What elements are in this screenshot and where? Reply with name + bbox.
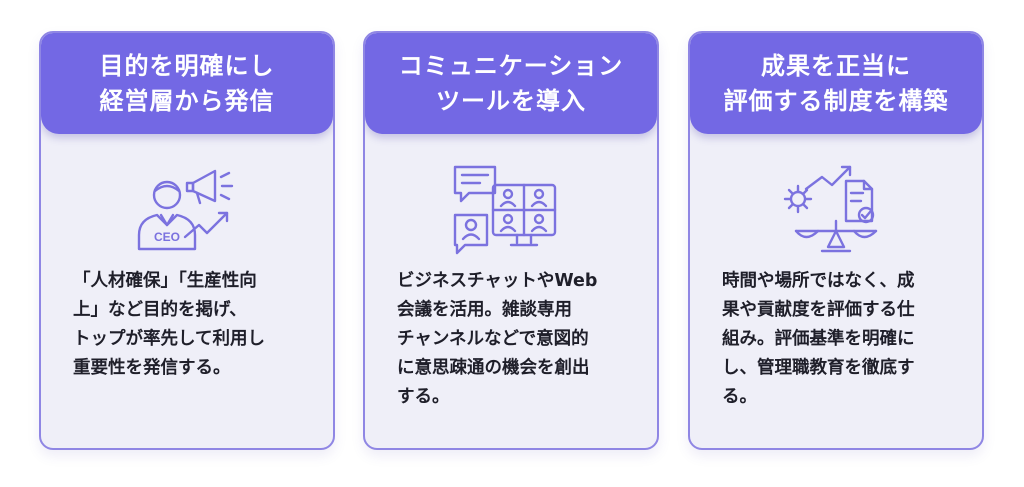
icon-area bbox=[365, 159, 657, 269]
card-header: 目的を明確にし 経営層から発信 bbox=[41, 33, 333, 134]
card-body-line: 時間や場所ではなく、成 bbox=[722, 271, 915, 291]
card-body: 時間や場所ではなく、成 果や貢献度を評価する仕 組み。評価基準を明確に し、管理… bbox=[722, 267, 962, 412]
card-body-line: 上」など目的を掲げ、 bbox=[73, 300, 247, 320]
card-body: ビジネスチャットやWeb 会議を活用。雑談専用 チャンネルなどで意図的 に意思疎… bbox=[397, 267, 637, 412]
card-body-line: チャンネルなどで意図的 bbox=[397, 329, 589, 349]
card-title-line: 経営層から発信 bbox=[99, 86, 275, 115]
card-body-line: 会議を活用。雑談専用 bbox=[397, 300, 572, 320]
card-purpose: 目的を明確にし 経営層から発信 CEO bbox=[39, 31, 335, 450]
card-body-line: 果や貢献度を評価する仕 bbox=[722, 300, 915, 320]
icon-area: CEO bbox=[41, 159, 333, 269]
video-chat-icon bbox=[453, 165, 557, 255]
card-communication-tools: コミュニケーション ツールを導入 ビジ bbox=[363, 31, 659, 450]
card-title-line: 目的を明確にし bbox=[99, 51, 275, 80]
ceo-label: CEO bbox=[154, 230, 180, 244]
card-body-line: 重要性を発信する。 bbox=[73, 358, 231, 378]
icon-area bbox=[690, 159, 982, 269]
card-body-line: 組み。評価基準を明確に bbox=[722, 329, 915, 349]
card-header: 成果を正当に 評価する制度を構築 bbox=[690, 33, 982, 134]
card-body-line: 「人材確保」「生産性向 bbox=[73, 271, 257, 291]
card-body-line: ビジネスチャットやWeb bbox=[397, 271, 598, 291]
card-body-line: に意思疎通の機会を創出 bbox=[397, 358, 590, 378]
card-title-line: コミュニケーション bbox=[398, 51, 624, 80]
card-title-line: 評価する制度を構築 bbox=[723, 86, 949, 115]
card-body-line: トップが率先して利用し bbox=[73, 329, 265, 349]
card-title-line: 成果を正当に bbox=[761, 51, 911, 80]
card-body: 「人材確保」「生産性向 上」など目的を掲げ、 トップが率先して利用し 重要性を発… bbox=[73, 267, 313, 383]
card-evaluation-system: 成果を正当に 評価する制度を構築 bbox=[688, 31, 984, 450]
evaluation-scale-icon bbox=[783, 165, 878, 253]
card-title-line: ツールを導入 bbox=[436, 86, 586, 115]
card-body-line: する。 bbox=[397, 387, 450, 407]
ceo-announcement-icon: CEO bbox=[137, 169, 234, 251]
card-body-line: し、管理職教育を徹底す bbox=[722, 358, 915, 378]
card-header: コミュニケーション ツールを導入 bbox=[365, 33, 657, 134]
card-body-line: る。 bbox=[722, 387, 757, 407]
